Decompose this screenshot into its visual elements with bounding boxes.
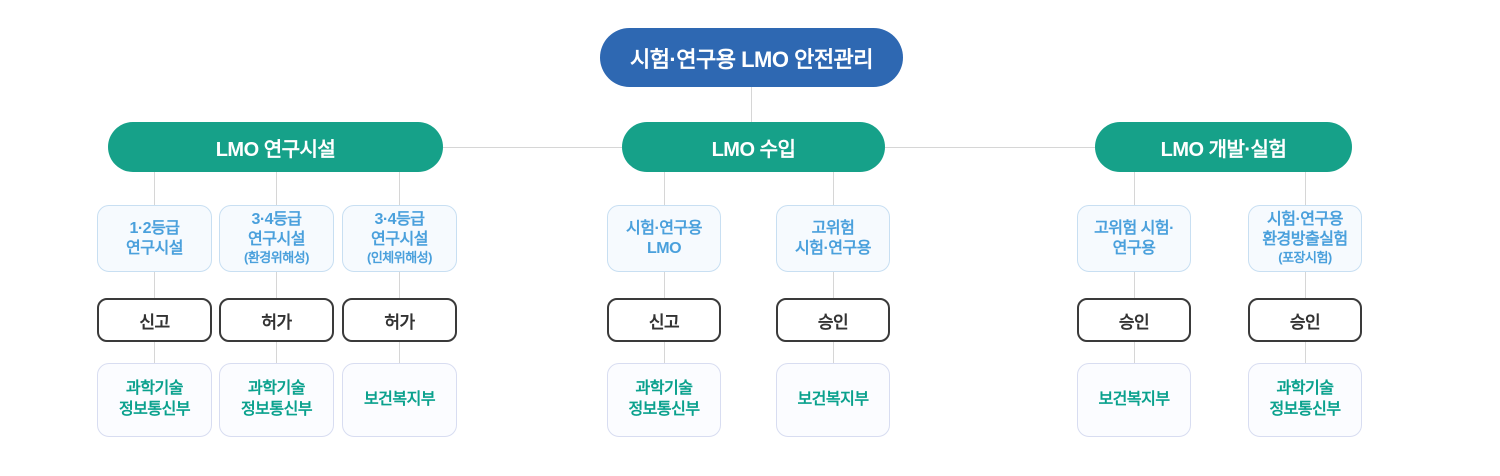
connector-line (154, 272, 155, 298)
category-box: 3·4등급 연구시설 (인체위해성) (342, 205, 457, 272)
connector-line (1134, 342, 1135, 363)
ministry-label: 과학기술 정보통신부 (118, 380, 191, 418)
ministry-label: 보건복지부 (1098, 390, 1170, 408)
ministry-label: 과학기술 정보통신부 (240, 380, 313, 418)
action-box: 승인 (776, 298, 890, 342)
connector-line (833, 342, 834, 363)
connector-line (276, 342, 277, 363)
root-node-lmo-safety-management: 시험·연구용 LMO 안전관리 (600, 28, 903, 87)
connector-line (399, 342, 400, 363)
category-label: 시험·연구용 환경방출실험 (1262, 211, 1348, 249)
section-label: LMO 수입 (711, 138, 796, 161)
ministry-box: 과학기술 정보통신부 (219, 363, 334, 437)
connector-line (885, 147, 1095, 148)
connector-line (751, 87, 752, 122)
category-label: 3·4등급 연구시설 (248, 211, 305, 249)
action-label: 승인 (1289, 312, 1321, 332)
connector-line (1134, 172, 1135, 205)
connector-line (664, 272, 665, 298)
connector-line (154, 342, 155, 363)
connector-line (443, 147, 622, 148)
connector-line (1305, 272, 1306, 298)
section-node-lmo-development-experiment: LMO 개발·실험 (1095, 122, 1352, 172)
action-box: 승인 (1077, 298, 1191, 342)
action-label: 승인 (817, 312, 849, 332)
action-box: 신고 (97, 298, 212, 342)
connector-line (833, 172, 834, 205)
connector-line (154, 172, 155, 205)
ministry-label: 과학기술 정보통신부 (1269, 380, 1341, 418)
action-label: 허가 (384, 312, 415, 332)
root-node-label: 시험·연구용 LMO 안전관리 (629, 46, 874, 72)
category-note: (환경위해성) (244, 250, 309, 266)
connector-line (664, 172, 665, 205)
connector-line (1134, 272, 1135, 298)
category-label: 고위험 시험·연구용 (795, 219, 871, 257)
ministry-box: 과학기술 정보통신부 (97, 363, 212, 437)
connector-line (1305, 172, 1306, 205)
ministry-label: 보건복지부 (363, 390, 436, 408)
category-box: 고위험 시험· 연구용 (1077, 205, 1191, 272)
ministry-box: 보건복지부 (1077, 363, 1191, 437)
connector-line (399, 172, 400, 205)
action-label: 신고 (139, 312, 170, 332)
category-box: 1·2등급 연구시설 (97, 205, 212, 272)
action-label: 승인 (1118, 312, 1150, 332)
connector-line (276, 272, 277, 298)
ministry-label: 보건복지부 (797, 390, 869, 408)
connector-line (276, 172, 277, 205)
ministry-label: 과학기술 정보통신부 (628, 380, 700, 418)
connector-line (399, 272, 400, 298)
category-label: 1·2등급 연구시설 (126, 219, 183, 257)
connector-line (664, 342, 665, 363)
section-node-lmo-import: LMO 수입 (622, 122, 885, 172)
category-label: 3·4등급 연구시설 (371, 211, 428, 249)
section-label: LMO 개발·실험 (1160, 138, 1287, 161)
action-label: 허가 (261, 312, 292, 332)
category-note: (인체위해성) (367, 250, 432, 266)
section-label: LMO 연구시설 (215, 138, 336, 161)
action-box: 허가 (342, 298, 457, 342)
ministry-box: 과학기술 정보통신부 (1248, 363, 1362, 437)
category-label: 시험·연구용 LMO (626, 219, 702, 257)
category-box: 시험·연구용 LMO (607, 205, 721, 272)
ministry-box: 과학기술 정보통신부 (607, 363, 721, 437)
ministry-box: 보건복지부 (776, 363, 890, 437)
category-box: 3·4등급 연구시설 (환경위해성) (219, 205, 334, 272)
connector-line (1305, 342, 1306, 363)
ministry-box: 보건복지부 (342, 363, 457, 437)
category-box: 시험·연구용 환경방출실험 (포장시험) (1248, 205, 1362, 272)
action-box: 허가 (219, 298, 334, 342)
category-note: (포장시험) (1278, 250, 1332, 266)
category-box: 고위험 시험·연구용 (776, 205, 890, 272)
action-label: 신고 (648, 312, 680, 332)
action-box: 승인 (1248, 298, 1362, 342)
category-label: 고위험 시험· 연구용 (1094, 219, 1174, 257)
action-box: 신고 (607, 298, 721, 342)
section-node-lmo-research-facility: LMO 연구시설 (108, 122, 443, 172)
connector-line (833, 272, 834, 298)
